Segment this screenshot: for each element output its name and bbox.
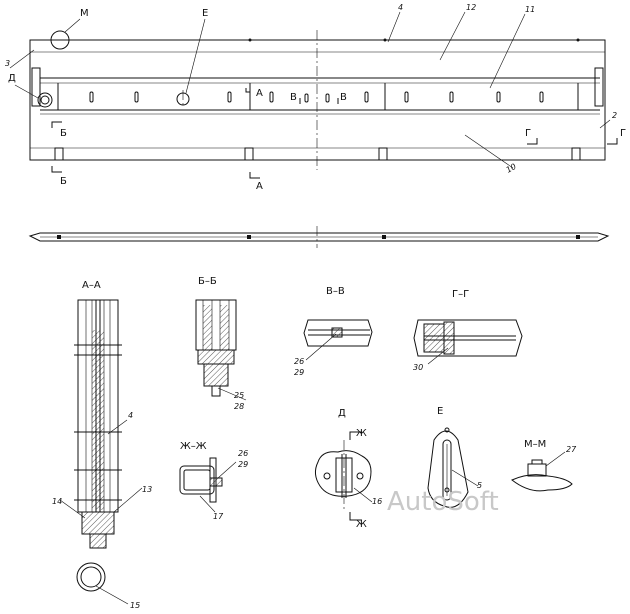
callout-12: 12 <box>466 3 476 12</box>
detail-e: Е 5 <box>427 406 482 508</box>
zhzh-callout-26: 26 <box>238 449 248 458</box>
section-gg: Г–Г 30 <box>413 289 523 372</box>
callout-2: 2 <box>612 111 617 120</box>
section-zhzh-title: Ж–Ж <box>180 441 207 452</box>
mark-v-1: В <box>290 92 297 103</box>
mark-g-1: Г <box>525 128 531 139</box>
watermark: AutoSoft <box>387 487 499 517</box>
zhzh-callout-29: 29 <box>238 460 248 469</box>
callout-3: 3 <box>5 59 10 68</box>
section-vv-title: В–В <box>326 286 345 297</box>
callout-10: 10 <box>505 162 518 175</box>
callout-4: 4 <box>398 3 403 12</box>
aa-callout-15: 15 <box>130 601 140 610</box>
mark-e: Е <box>202 8 208 19</box>
aa-callout-14: 14 <box>52 497 62 506</box>
section-gg-title: Г–Г <box>452 289 469 300</box>
section-zhzh: Ж–Ж 26 29 17 <box>179 441 248 521</box>
mark-d: Д <box>8 73 16 84</box>
section-aa: А–А 4 13 14 15 <box>52 280 152 610</box>
detail-d: Д Ж Ж 16 <box>314 408 382 530</box>
vv-callout-26: 26 <box>294 357 304 366</box>
aa-bolts <box>74 344 122 501</box>
callout-11: 11 <box>525 5 535 14</box>
section-aa-title: А–А <box>82 280 101 291</box>
detail-e-title: Е <box>437 406 443 417</box>
mark-v-2: В <box>340 92 347 103</box>
detail-d-zh-1: Ж <box>356 428 367 439</box>
section-mm: М–М 27 <box>511 439 577 492</box>
mark-g-2: Г <box>620 128 626 139</box>
section-bb: Б–Б 25 28 <box>195 276 247 411</box>
mark-m: М <box>80 8 89 19</box>
bb-callout-25: 25 <box>234 391 244 400</box>
detail-d-zh-2: Ж <box>356 519 367 530</box>
e-callout-5: 5 <box>477 481 482 490</box>
d-callout-16: 16 <box>372 497 382 506</box>
detail-d-title: Д <box>338 408 346 419</box>
mark-a-1: А <box>256 88 263 99</box>
vv-callout-29: 29 <box>294 368 304 377</box>
detail-m-circle <box>50 30 70 50</box>
plan-view <box>28 226 610 248</box>
mark-b-1: Б <box>60 128 67 139</box>
support-legs <box>54 147 581 161</box>
detail-e-circle <box>176 92 190 106</box>
aa-callout-4: 4 <box>128 411 133 420</box>
bb-callout-28: 28 <box>234 402 244 411</box>
detail-d-circle <box>37 92 53 108</box>
section-mm-title: М–М <box>524 439 546 450</box>
aa-callout-13: 13 <box>142 485 152 494</box>
main-front-view: М Е Д Б Б Г Г А А В В 3 4 12 11 2 10 <box>5 3 626 192</box>
section-vv: В–В 26 29 <box>294 286 373 377</box>
mark-a-2: А <box>256 181 263 192</box>
mark-b-2: Б <box>60 176 67 187</box>
mm-callout-27: 27 <box>566 445 577 454</box>
gg-callout-30: 30 <box>413 363 423 372</box>
section-bb-title: Б–Б <box>198 276 217 287</box>
zhzh-callout-17: 17 <box>213 512 224 521</box>
slot-row <box>89 91 544 103</box>
